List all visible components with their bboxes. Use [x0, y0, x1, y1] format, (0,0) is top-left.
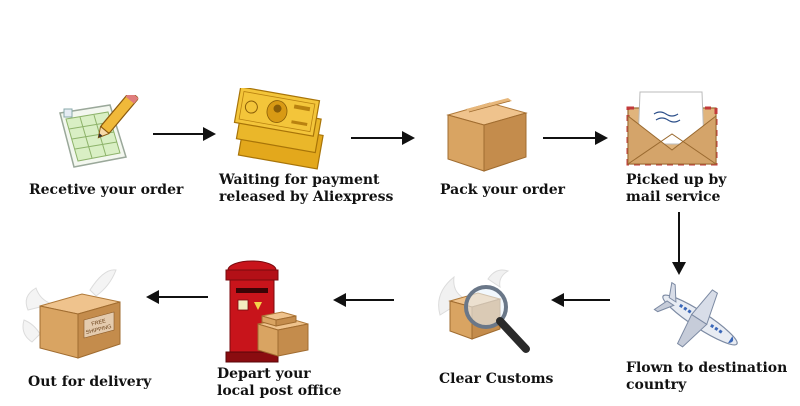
step-flown-label: Flown to destination country	[626, 360, 788, 393]
step-depart-post-office-label: Depart your local post office	[217, 366, 342, 399]
arrow-post-office-to-delivery	[146, 290, 208, 304]
arrow-payment-to-pack	[351, 131, 415, 145]
arrow-pack-to-pickup	[543, 131, 608, 145]
order-sheet-icon	[59, 95, 139, 168]
step-receive-order-label: Recetive your order	[29, 182, 184, 198]
envelope-icon	[626, 91, 718, 166]
arrow-receive-to-payment	[153, 127, 216, 141]
arrow-flown-to-customs	[551, 293, 610, 307]
step-waiting-payment-label: Waiting for payment released by Aliexpre…	[219, 172, 394, 205]
banknotes-icon	[233, 88, 324, 170]
step-clear-customs-label: Clear Customs	[439, 371, 554, 387]
arrow-pickup-to-flown	[672, 212, 686, 275]
step-picked-up-label: Picked up by mail service	[626, 172, 727, 205]
airplane-icon	[653, 282, 738, 348]
free-shipping-text: FREE	[91, 318, 107, 327]
step-out-for-delivery-label: Out for delivery	[28, 374, 152, 390]
winged-box-icon: FREE SHIPPING	[22, 269, 121, 359]
magnifier-box-icon	[438, 269, 530, 353]
box-icon	[446, 98, 528, 172]
postbox-icon	[225, 260, 309, 363]
arrow-customs-to-post-office	[333, 293, 394, 307]
step-pack-order-label: Pack your order	[440, 182, 566, 198]
